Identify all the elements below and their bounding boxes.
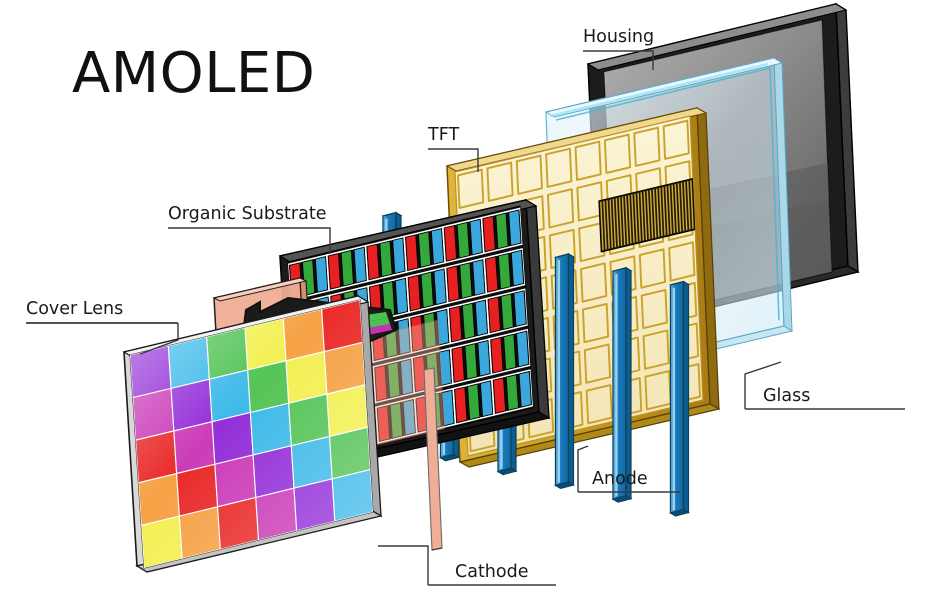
layer-cover-lens [122,294,383,573]
label-tft: TFT [427,125,479,172]
organic-substrate-label-text: Organic Substrate [168,204,326,224]
page-title: AMOLED [72,41,315,106]
label-organic-substrate: Organic Substrate [168,204,331,254]
anode-label-text: Anode [592,469,648,489]
label-cathode: Cathode [378,545,556,586]
label-glass: Glass [744,361,905,410]
glass-label-text: Glass [763,386,810,406]
cathode-label-text: Cathode [455,562,528,582]
tft-label-text: TFT [427,125,459,145]
label-anode: Anode [577,445,680,493]
cover-lens-label-text: Cover Lens [26,299,123,319]
housing-label-text: Housing [583,27,654,47]
label-housing: Housing [583,27,654,70]
cover-lens-color-grid [130,300,373,568]
label-cover-lens: Cover Lens [26,299,179,355]
